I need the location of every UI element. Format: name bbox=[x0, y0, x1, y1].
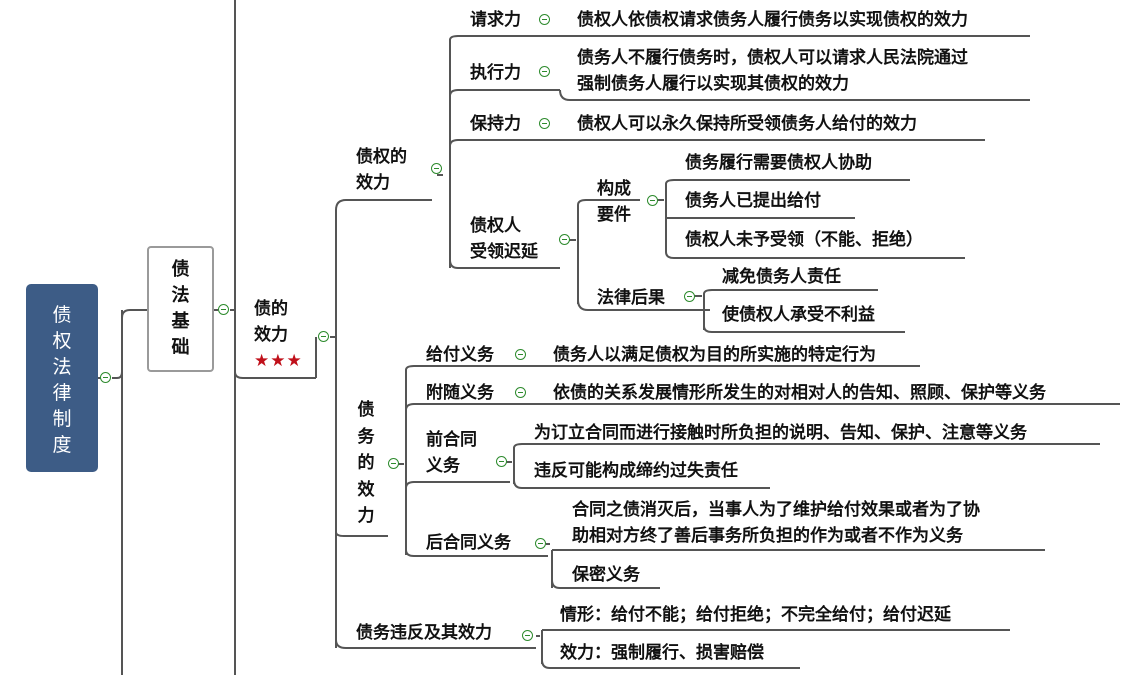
node-post-contract-duty[interactable]: 后合同义务 bbox=[426, 533, 511, 553]
node-debt-law-basics-label: 债法基础 bbox=[171, 259, 190, 358]
node-enforcement-power[interactable]: 执行力 bbox=[470, 63, 521, 83]
collapse-toggle-constituent-elements[interactable] bbox=[647, 195, 658, 206]
node-payment-duty[interactable]: 给付义务 bbox=[426, 345, 494, 365]
node-breach-effect[interactable]: 债务违反及其效力 bbox=[356, 623, 492, 643]
node-legal-consequences[interactable]: 法律后果 bbox=[597, 288, 665, 308]
node-ancillary-duty[interactable]: 附随义务 bbox=[426, 383, 494, 403]
node-creditor-delay[interactable]: 债权人 受领迟延 bbox=[470, 216, 538, 262]
node-debt-law-basics[interactable]: 债法基础 bbox=[147, 246, 214, 372]
collapse-toggle-creditor-delay[interactable] bbox=[559, 234, 570, 245]
node-debt-effect[interactable]: 债的 效力 bbox=[254, 299, 288, 345]
pre-contract-item-1: 为订立合同而进行接触时所负担的说明、告知、保护、注意等义务 bbox=[534, 423, 1027, 443]
collapse-toggle-debt-law-basics[interactable] bbox=[218, 304, 229, 315]
element-item-2: 债务人已提出给付 bbox=[685, 191, 821, 211]
collapse-toggle-claim-power[interactable] bbox=[539, 14, 550, 25]
importance-stars: ★★★ bbox=[254, 351, 303, 371]
node-constituent-elements[interactable]: 构成 要件 bbox=[597, 179, 631, 225]
node-debt-duty-effect[interactable]: 债务的效力 bbox=[357, 400, 375, 526]
collapse-toggle-root[interactable] bbox=[100, 372, 111, 383]
root-node[interactable]: 债权法律制度 bbox=[26, 284, 98, 472]
consequence-item-1: 减免债务人责任 bbox=[722, 267, 841, 287]
collapse-toggle-post-contract-duty[interactable] bbox=[535, 538, 546, 549]
breach-item-2: 效力：强制履行、损害赔偿 bbox=[560, 643, 764, 663]
desc-ancillary-duty: 依债的关系发展情形所发生的对相对人的告知、照顾、保护等义务 bbox=[553, 383, 1046, 403]
element-item-1: 债务履行需要债权人协助 bbox=[685, 153, 872, 173]
post-contract-item-2: 保密义务 bbox=[572, 565, 640, 585]
collapse-toggle-creditor-right-effect[interactable] bbox=[431, 163, 442, 174]
collapse-toggle-pre-contract-duty[interactable] bbox=[496, 456, 507, 467]
desc-payment-duty: 债务人以满足债权为目的所实施的特定行为 bbox=[553, 345, 876, 365]
consequence-item-2: 使债权人承受不利益 bbox=[722, 305, 875, 325]
desc-retention-power: 债权人可以永久保持所受领债务人给付的效力 bbox=[577, 114, 917, 134]
root-label: 债权法律制度 bbox=[52, 304, 72, 456]
collapse-toggle-ancillary-duty[interactable] bbox=[515, 387, 526, 398]
collapse-toggle-legal-consequences[interactable] bbox=[684, 291, 695, 302]
node-retention-power[interactable]: 保持力 bbox=[470, 114, 521, 134]
element-item-3: 债权人未予受领（不能、拒绝） bbox=[685, 230, 923, 250]
collapse-toggle-debt-duty-effect[interactable] bbox=[388, 458, 399, 469]
desc-claim-power: 债权人依债权请求债务人履行债务以实现债权的效力 bbox=[577, 10, 968, 30]
breach-item-1: 情形：给付不能；给付拒绝；不完全给付；给付迟延 bbox=[560, 605, 951, 625]
post-contract-item-1: 合同之债消灭后，当事人为了维护给付效果或者为了协 助相对方终了善后事务所负担的作… bbox=[572, 500, 980, 546]
collapse-toggle-breach-effect[interactable] bbox=[522, 630, 533, 641]
collapse-toggle-retention-power[interactable] bbox=[539, 118, 550, 129]
desc-enforcement-power: 债务人不履行债务时，债权人可以请求人民法院通过 强制债务人履行以实现其债权的效力 bbox=[577, 48, 968, 94]
node-pre-contract-duty[interactable]: 前合同 义务 bbox=[426, 430, 477, 476]
collapse-toggle-debt-effect[interactable] bbox=[318, 331, 329, 342]
collapse-toggle-enforcement-power[interactable] bbox=[539, 66, 550, 77]
node-claim-power[interactable]: 请求力 bbox=[470, 10, 521, 30]
node-creditor-right-effect[interactable]: 债权的 效力 bbox=[356, 147, 407, 193]
pre-contract-item-2: 违反可能构成缔约过失责任 bbox=[534, 461, 738, 481]
collapse-toggle-payment-duty[interactable] bbox=[515, 349, 526, 360]
